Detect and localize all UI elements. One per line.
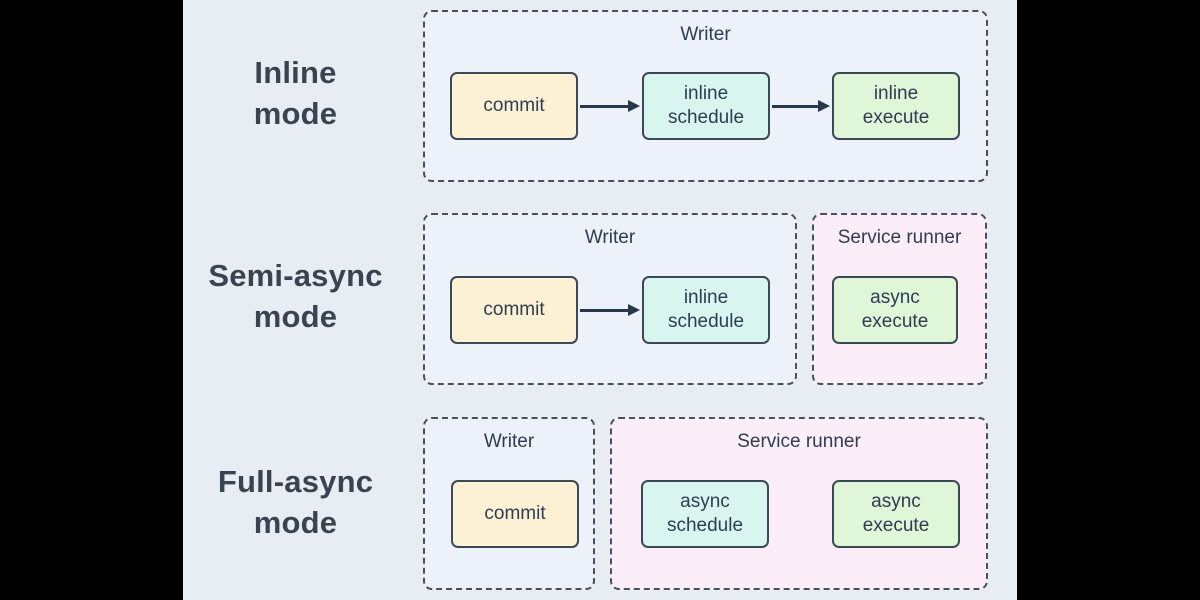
node-label: async execute [861, 287, 929, 332]
node-label: inline schedule [667, 83, 745, 128]
node-inline-schedule: inline schedule [642, 72, 770, 140]
node-label: async schedule [666, 491, 744, 536]
node-label: commit [483, 95, 545, 116]
mode-label-line: mode [253, 96, 338, 131]
node-label: inline schedule [667, 287, 745, 332]
node-async-execute: async execute [832, 480, 960, 548]
node-async-execute: async execute [832, 276, 958, 344]
container-title: Writer [584, 227, 636, 248]
node-label: async execute [862, 491, 930, 536]
mode-label-full-async: Full-async mode [188, 461, 403, 543]
mode-label-inline: Inline mode [188, 52, 403, 134]
arrow-head [628, 304, 640, 316]
arrow-right-icon [580, 99, 640, 113]
container-title: Writer [483, 431, 535, 452]
node-commit: commit [451, 480, 579, 548]
arrow-head [628, 100, 640, 112]
node-commit: commit [450, 72, 578, 140]
mode-label-line: mode [253, 299, 338, 334]
arrow-right-icon [772, 99, 830, 113]
node-async-schedule: async schedule [641, 480, 769, 548]
mode-label-semi-async: Semi-async mode [188, 255, 403, 337]
arrow-right-icon [580, 303, 640, 317]
arrow-head [818, 100, 830, 112]
arrow-shaft [772, 104, 818, 108]
node-inline-schedule: inline schedule [642, 276, 770, 344]
arrow-shaft [580, 308, 628, 312]
mode-label-line: Semi-async [208, 258, 383, 293]
container-title: Service runner [837, 227, 962, 248]
node-label: commit [483, 299, 545, 320]
node-inline-execute: inline execute [832, 72, 960, 140]
container-title: Service runner [737, 431, 861, 452]
node-commit: commit [450, 276, 578, 344]
mode-label-line: mode [253, 505, 338, 540]
node-label: commit [484, 503, 546, 524]
mode-label-line: Full-async [217, 464, 374, 499]
node-label: inline execute [862, 83, 930, 128]
container-title: Writer [680, 24, 731, 45]
arrow-shaft [580, 104, 628, 108]
mode-label-line: Inline [254, 55, 337, 90]
